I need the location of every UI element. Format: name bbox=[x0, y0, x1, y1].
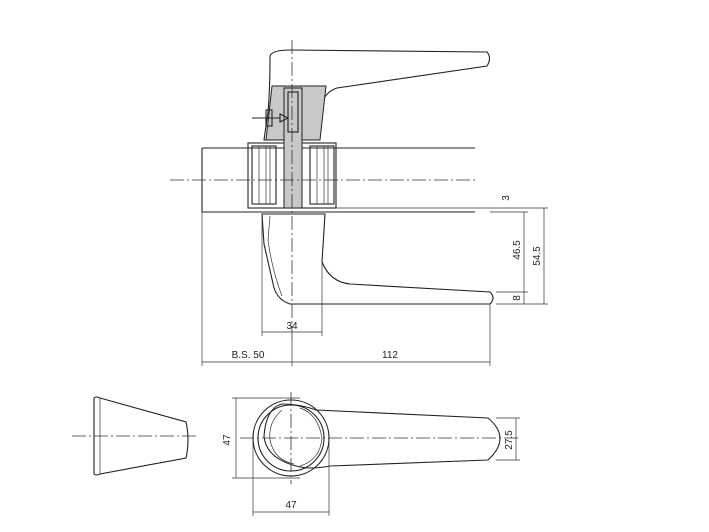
side-view-dimensions: 34 B.S. 50 112 3 46.5 54.5 8 bbox=[201, 195, 548, 366]
dim-rose-diameter: 47 bbox=[285, 500, 297, 511]
end-view bbox=[72, 396, 196, 476]
dim-grip-width: 27.5 bbox=[504, 430, 515, 450]
dim-lever-length: 112 bbox=[382, 350, 398, 361]
side-section-view bbox=[170, 40, 494, 340]
front-view-dimensions: 47 47 27.5 bbox=[222, 397, 520, 516]
dim-rose-height: 47 bbox=[222, 434, 233, 446]
upper-lever bbox=[263, 49, 491, 141]
lower-lever bbox=[261, 213, 494, 305]
dim-rose-width: 34 bbox=[286, 321, 298, 332]
dim-total-height: 54.5 bbox=[532, 246, 543, 266]
dim-backset: B.S. 50 bbox=[232, 350, 265, 361]
dim-gap: 3 bbox=[501, 195, 512, 201]
dim-lever-thickness: 8 bbox=[512, 295, 523, 301]
dim-lever-drop: 46.5 bbox=[512, 240, 523, 260]
front-view bbox=[240, 392, 520, 484]
